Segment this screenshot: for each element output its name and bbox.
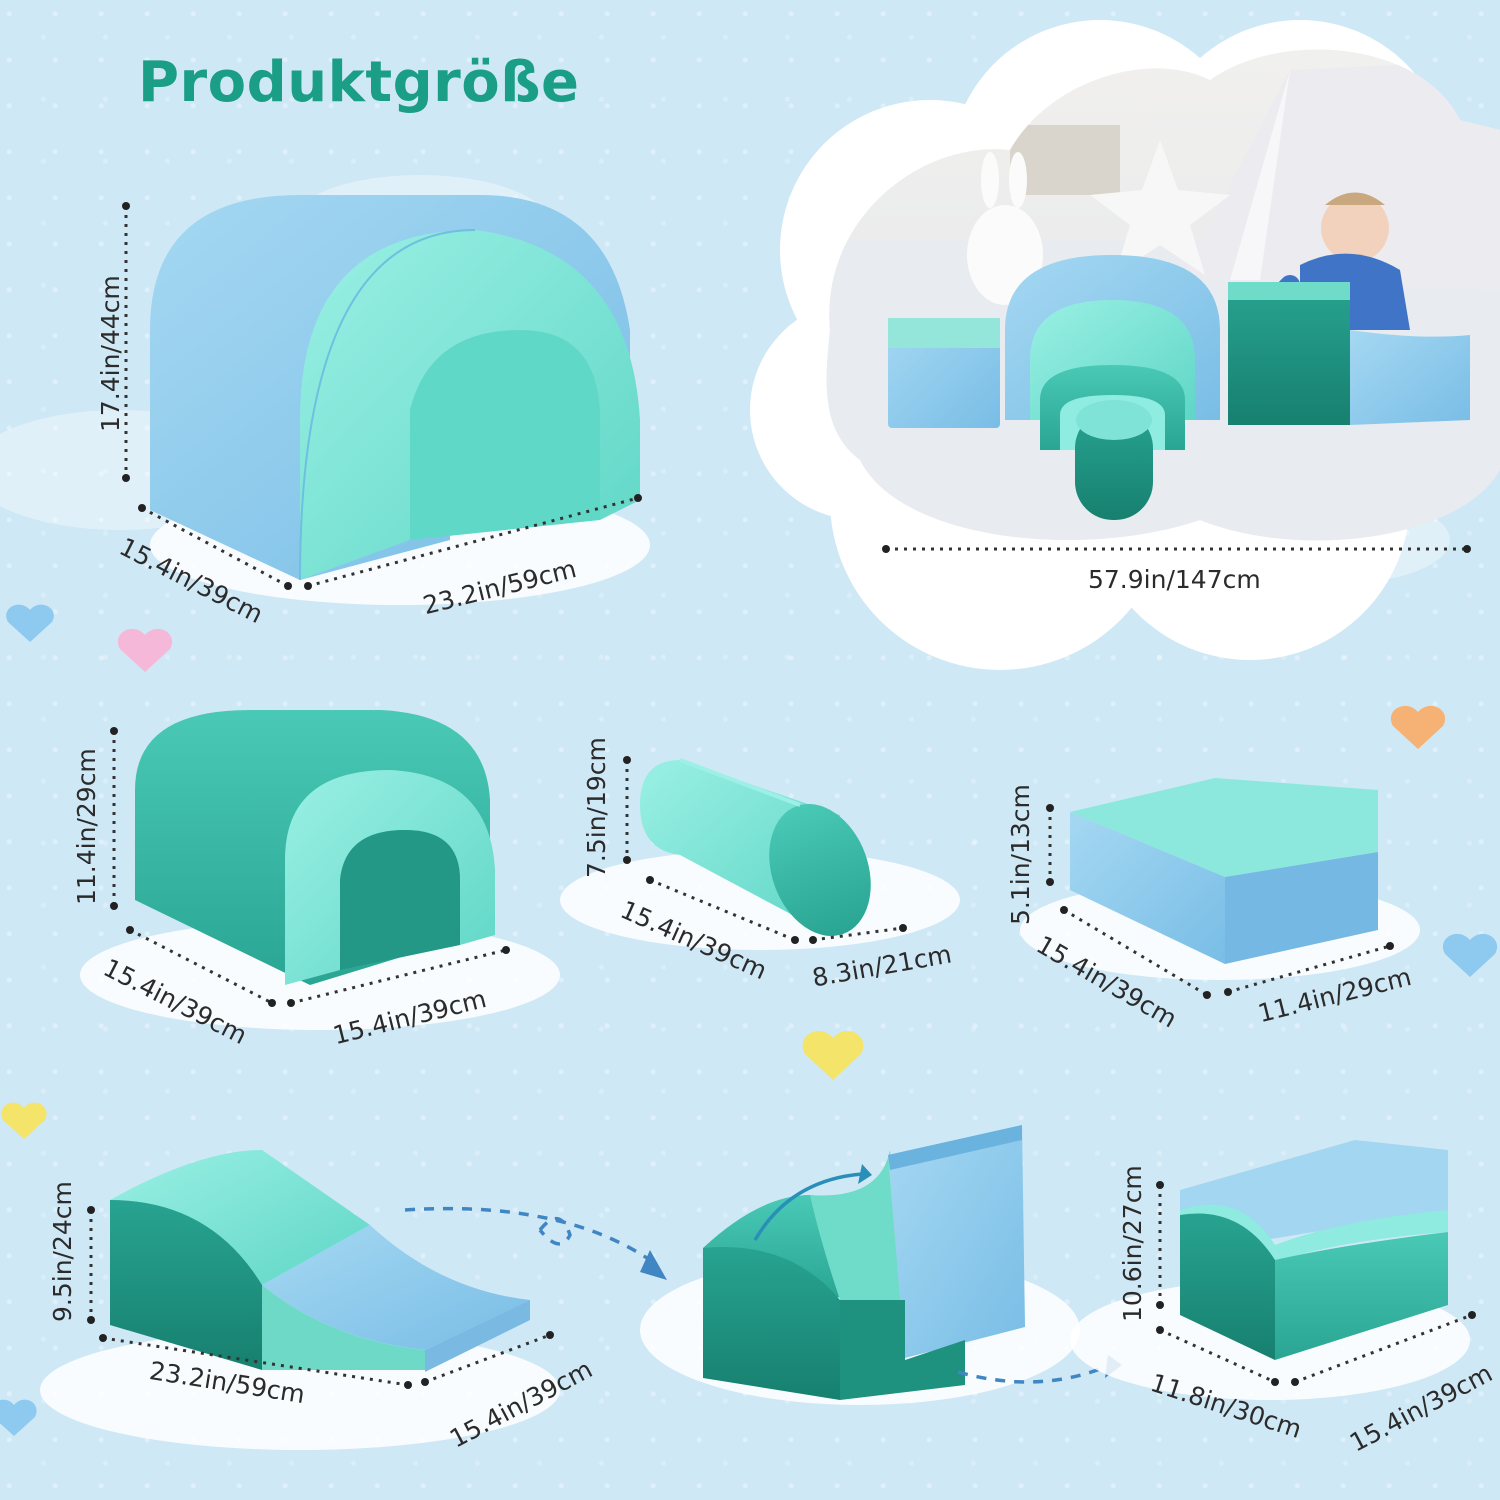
block-dim-lines (1048, 808, 1391, 997)
cube-height-label: 10.6in/27cm (1118, 1165, 1147, 1322)
heart-icon (802, 1030, 864, 1080)
decorative-hearts (0, 604, 1498, 1436)
heart-icon (6, 604, 54, 642)
heart-icon (1390, 705, 1446, 749)
ramp-height-label: 9.5in/24cm (48, 1181, 77, 1322)
cylinder (560, 758, 960, 950)
block-dim-points (1046, 804, 1394, 999)
page-title: Produktgröße (138, 50, 580, 115)
assembled-dim-line (882, 545, 1471, 553)
heart-icon (0, 1399, 37, 1436)
heart-icon (117, 628, 173, 672)
heart-icon (1442, 933, 1498, 977)
flow-arrows (404, 1206, 1111, 1384)
big-arch-height-label: 17.4in/44cm (96, 275, 125, 432)
cylinder-dim-lines (625, 760, 904, 942)
fold-arrowhead (858, 1164, 872, 1184)
small-arch-height-label: 11.4in/29cm (72, 748, 101, 905)
cylinder-dim-points (623, 756, 907, 944)
big-arch-dim-lines (124, 206, 639, 588)
cube-dim-points (1156, 1181, 1476, 1386)
fold-arrow (753, 1172, 863, 1241)
room-photo (826, 49, 1500, 541)
big-arch-dim-points (122, 202, 642, 590)
block (1020, 778, 1420, 980)
assembled-length-label: 57.9in/147cm (1088, 565, 1261, 594)
ramp-dim-lines (89, 1210, 551, 1387)
cube-dim-lines (1158, 1185, 1473, 1384)
seat-configuration (640, 1125, 1080, 1405)
small-arch (80, 710, 560, 1030)
flow-arrowhead-1 (640, 1250, 667, 1280)
ramp (40, 1150, 560, 1450)
small-arch-dim-lines (112, 731, 507, 1005)
big-arch (150, 195, 650, 605)
block-height-label: 5.1in/13cm (1006, 784, 1035, 925)
small-arch-dim-points (110, 727, 510, 1007)
cube (1070, 1140, 1470, 1400)
heart-icon (1, 1102, 47, 1139)
cylinder-height-label: 7.5in/19cm (582, 737, 611, 878)
ramp-dim-points (87, 1206, 554, 1389)
